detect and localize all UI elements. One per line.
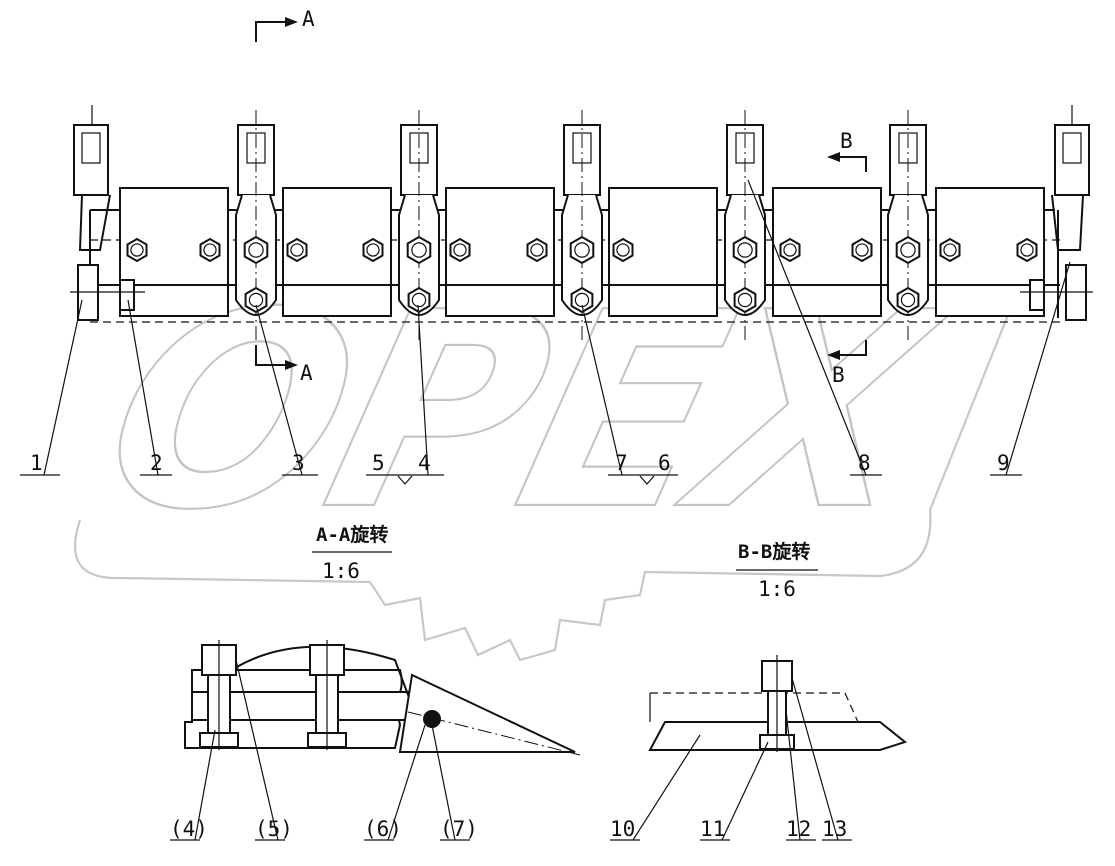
aa-label-4: (4) [170, 817, 208, 841]
nut-7 [612, 237, 634, 263]
svg-text:A: A [300, 361, 313, 385]
link-nut-bottom-2 [407, 286, 431, 314]
part-label-3: 3 [292, 451, 305, 475]
section-aa-scale: 1:6 [322, 559, 360, 583]
svg-text:B: B [832, 363, 845, 387]
link-nut-bottom-3 [570, 286, 594, 314]
part-leaders [20, 179, 1071, 485]
nut-8 [779, 237, 801, 263]
svg-text:A: A [302, 7, 315, 31]
link-nut-top-1 [243, 235, 269, 265]
link-nut-bottom-4 [733, 286, 757, 314]
nut-4 [362, 237, 384, 263]
svg-text:B: B [840, 129, 853, 153]
part-label-2: 2 [150, 451, 163, 475]
section-aa-title: A-A旋转 [316, 523, 388, 546]
aa-label-6: (6) [364, 817, 402, 841]
part-label-8: 8 [858, 451, 871, 475]
end-link-right [1020, 105, 1093, 321]
nut-1 [126, 237, 148, 263]
section-bb-view: B-B旋转 1:6 10 11 12 13 [610, 540, 908, 841]
section-marker-b-top: B [827, 129, 867, 172]
section-bb-scale: 1:6 [758, 577, 796, 601]
chain-links [70, 105, 1093, 321]
link-nut-bottom-1 [244, 286, 268, 314]
section-bb-title: B-B旋转 [738, 540, 810, 563]
nut-3 [286, 237, 308, 263]
nut-10 [939, 237, 961, 263]
aa-label-5: (5) [255, 817, 293, 841]
part-label-9: 9 [997, 451, 1010, 475]
section-marker-a-top: A [255, 7, 315, 42]
part-label-6: 6 [658, 451, 671, 475]
part-label-4: 4 [418, 451, 431, 475]
link-nut-top-4 [732, 235, 758, 265]
bb-label-11: 11 [700, 817, 725, 841]
section-marker-b-bottom: B [827, 340, 867, 387]
nut-11 [1016, 237, 1038, 263]
chain-link-3 [561, 110, 603, 340]
main-assembly-view: A A B B [20, 7, 1093, 485]
section-aa-view: A-A旋转 1:6 (4) (5) [170, 523, 581, 841]
link-nut-top-3 [569, 235, 595, 265]
nut-5 [449, 237, 471, 263]
part-label-5: 5 [372, 451, 385, 475]
bb-label-12: 12 [786, 817, 811, 841]
section-marker-a-bottom: A [255, 345, 313, 385]
link-nut-top-5 [895, 235, 921, 265]
bb-label-13: 13 [822, 817, 847, 841]
part-labels: 1 2 3 5 4 7 6 8 9 [30, 451, 1010, 475]
aa-label-7: (7) [440, 817, 478, 841]
hex-nuts [126, 235, 1038, 314]
nut-9 [851, 237, 873, 263]
bb-label-10: 10 [610, 817, 635, 841]
nut-6 [526, 237, 548, 263]
link-nut-bottom-5 [896, 286, 920, 314]
nut-2 [199, 237, 221, 263]
link-nut-top-2 [406, 235, 432, 265]
end-link-left [70, 105, 145, 321]
part-label-1: 1 [30, 451, 43, 475]
part-label-7: 7 [615, 451, 628, 475]
